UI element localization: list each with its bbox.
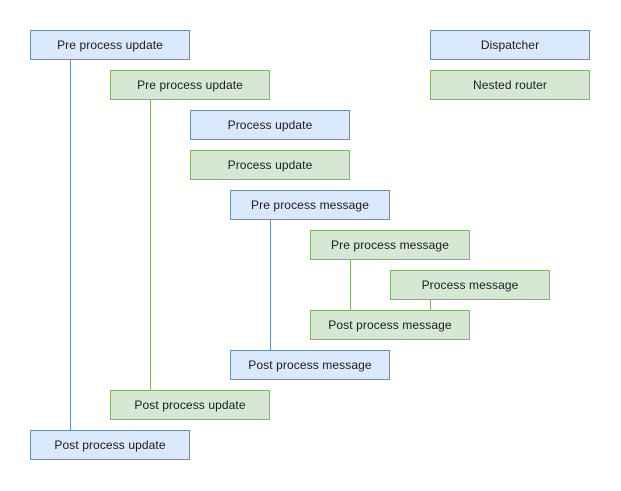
node-label: Post process message [248, 358, 372, 372]
legend-item-label: Nested router [472, 78, 547, 92]
node-label: Process update [227, 158, 313, 172]
node-n6[interactable]: Pre process message [310, 230, 470, 260]
node-label: Post process update [134, 398, 246, 412]
node-n2[interactable]: Pre process update [110, 70, 270, 100]
node-label: Pre process message [251, 198, 369, 212]
node-n9[interactable]: Post process message [230, 350, 390, 380]
legend-item-label: Dispatcher [480, 38, 540, 52]
connector-n2-to-n10 [150, 100, 151, 390]
node-n3[interactable]: Process update [190, 110, 350, 140]
node-n8[interactable]: Post process message [310, 310, 470, 340]
node-label: Post process update [54, 438, 166, 452]
connector-n7-to-n8 [430, 300, 431, 310]
node-label: Pre process update [57, 38, 163, 52]
node-n5[interactable]: Pre process message [230, 190, 390, 220]
node-label: Post process message [328, 318, 452, 332]
node-n4[interactable]: Process update [190, 150, 350, 180]
legend-item-router[interactable]: Nested router [430, 70, 590, 100]
node-n11[interactable]: Post process update [30, 430, 190, 460]
legend-item-dispatcher[interactable]: Dispatcher [430, 30, 590, 60]
node-label: Pre process update [137, 78, 243, 92]
connector-n6-to-n8 [350, 260, 351, 310]
node-label: Process update [227, 118, 313, 132]
connector-n1-to-n11 [70, 60, 71, 430]
node-n10[interactable]: Post process update [110, 390, 270, 420]
node-label: Pre process message [331, 238, 449, 252]
connector-n5-to-n9 [270, 220, 271, 350]
node-n1[interactable]: Pre process update [30, 30, 190, 60]
node-n7[interactable]: Process message [390, 270, 550, 300]
node-label: Process message [421, 278, 519, 292]
